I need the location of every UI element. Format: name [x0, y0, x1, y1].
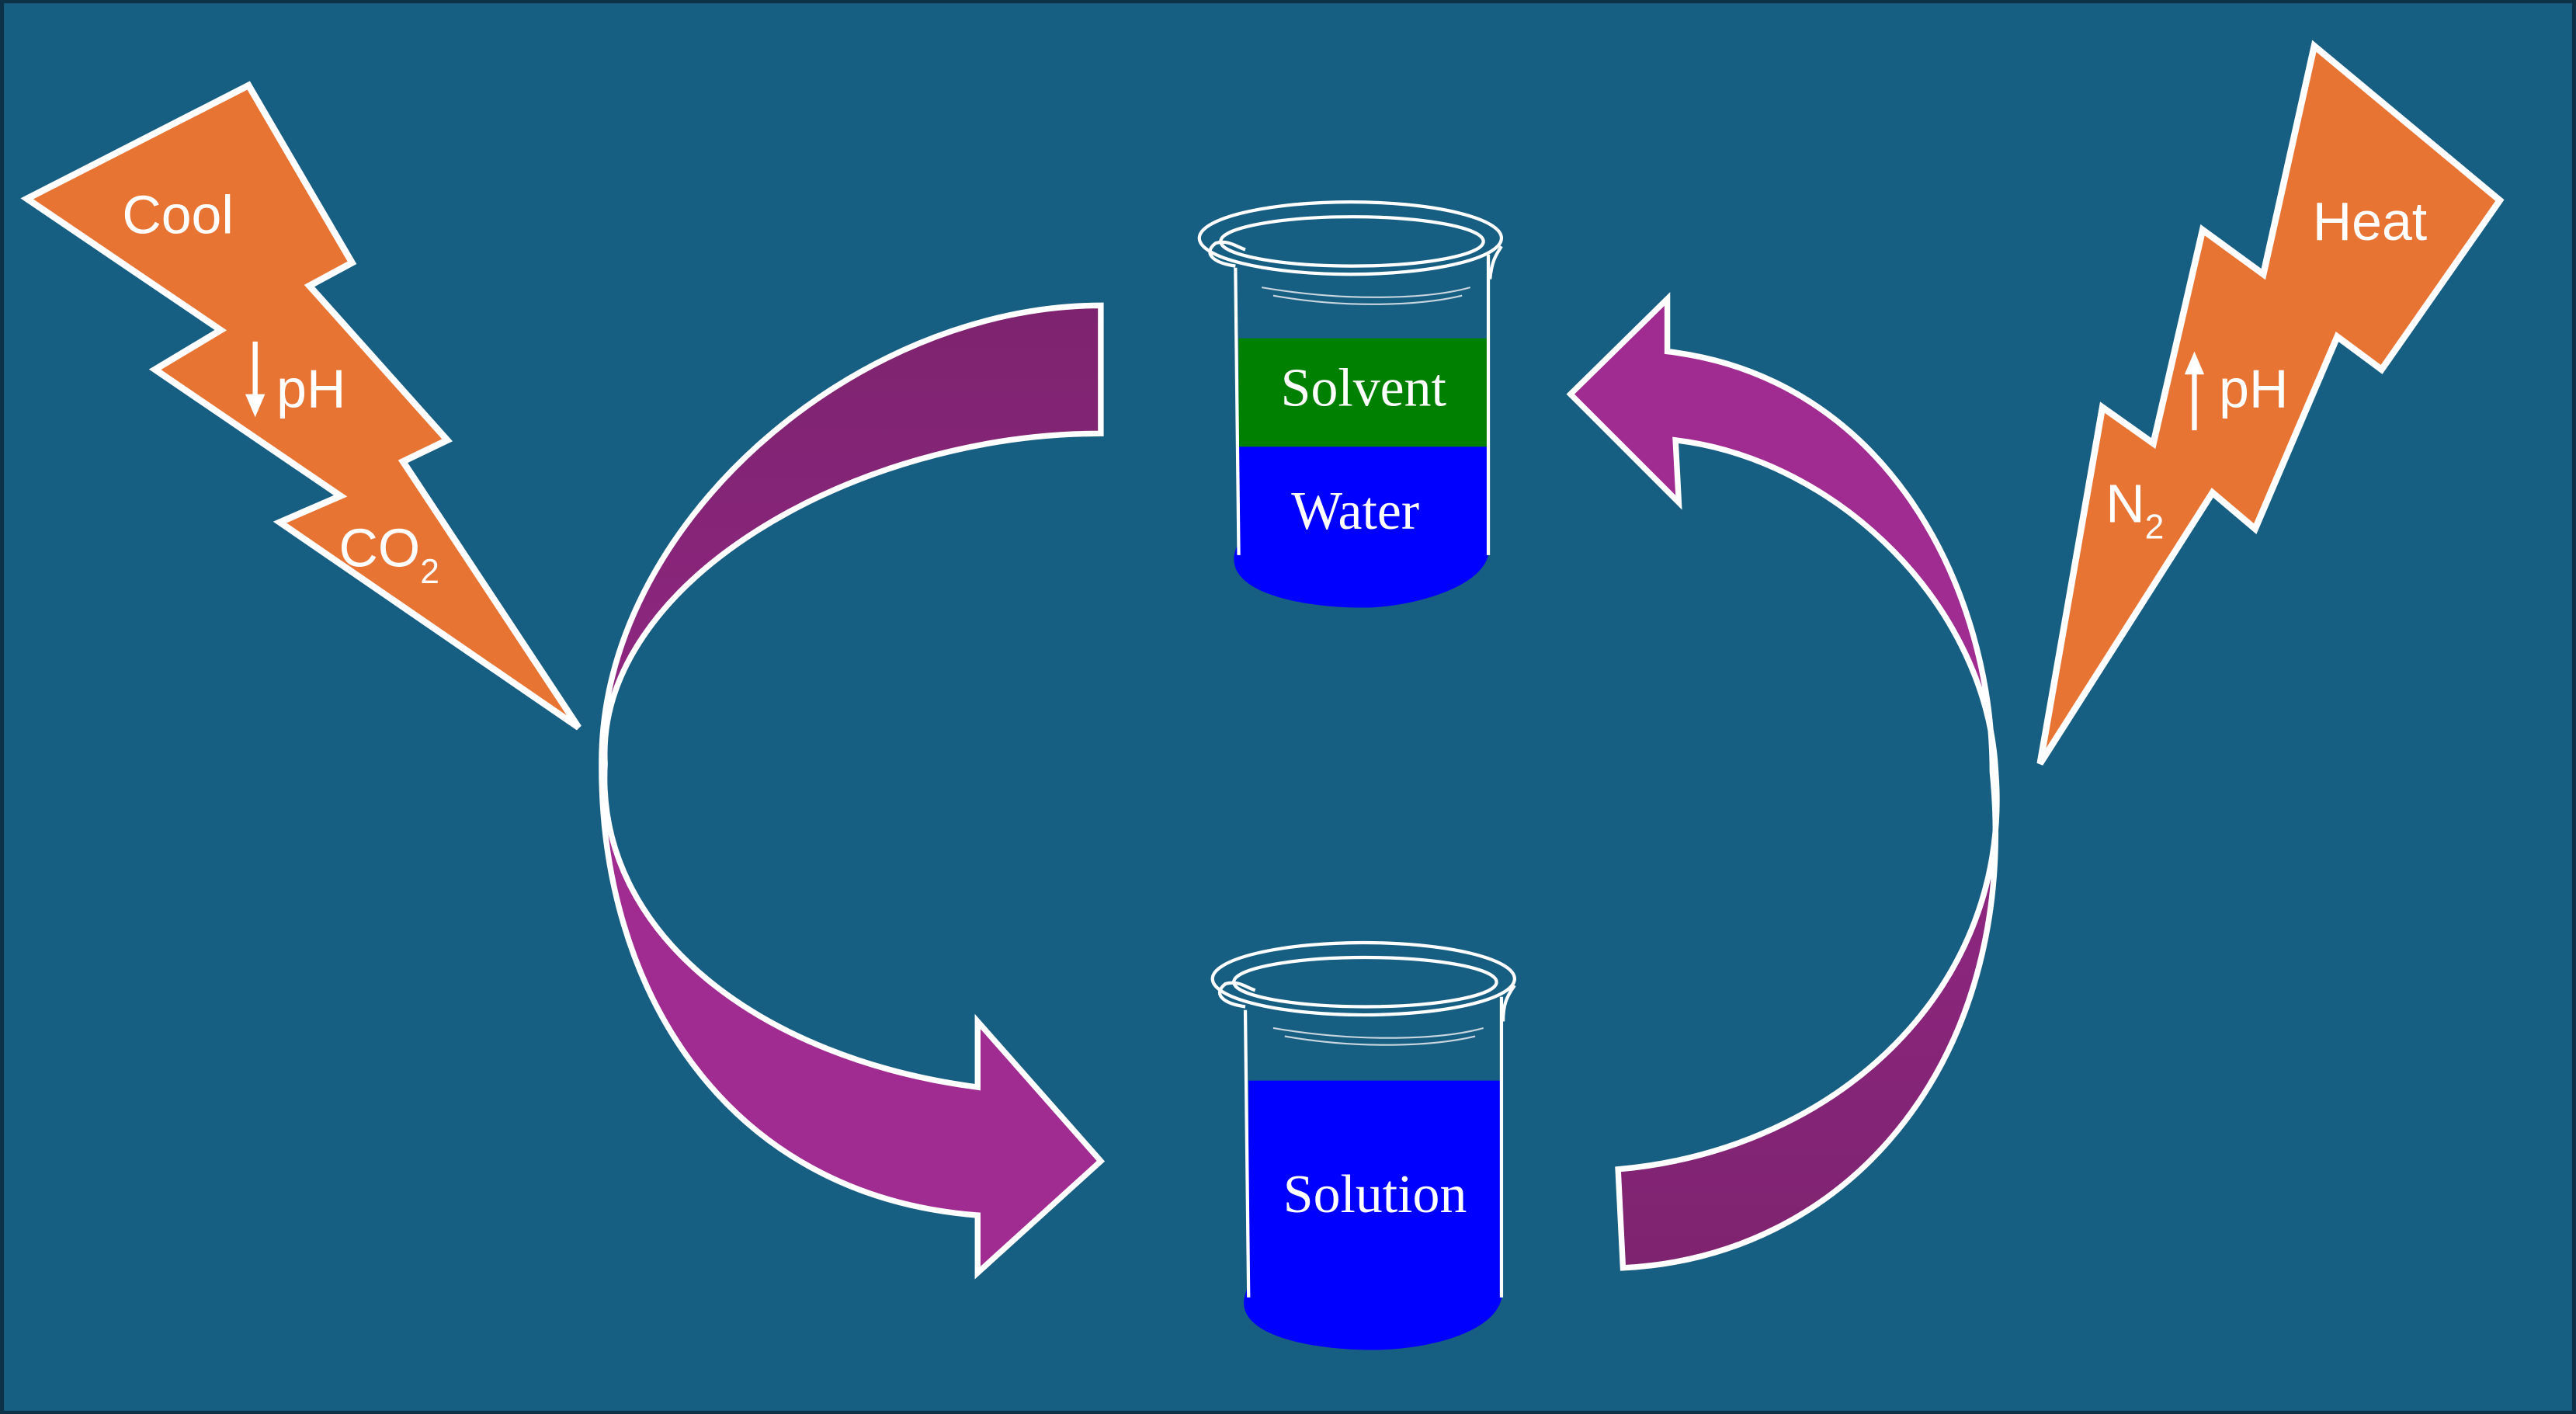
- solution-label: Solution: [1283, 1165, 1467, 1225]
- arrow-down-icon: [245, 341, 266, 418]
- right-ph-label: pH: [2219, 359, 2288, 419]
- top-beaker: Solvent Water: [1197, 200, 1504, 608]
- heat-label: Heat: [2313, 191, 2427, 252]
- cool-label: Cool: [122, 184, 234, 245]
- solution-layer: [1244, 1080, 1502, 1350]
- n2-label: N2: [2106, 474, 2164, 547]
- beaker-icon: [1210, 940, 1516, 1350]
- solvent-layer: [1238, 338, 1489, 447]
- lightning-bolt-icon: [20, 81, 582, 731]
- lightning-bolt-icon: [2036, 40, 2505, 766]
- left-lightning-bolt: Cool pH CO2: [20, 81, 582, 731]
- beaker-icon: [1197, 200, 1504, 608]
- bottom-beaker: Solution: [1210, 940, 1516, 1350]
- cycle-arrow-right: [1566, 292, 2000, 1271]
- co2-subscript: 2: [420, 553, 439, 591]
- water-label: Water: [1291, 481, 1419, 541]
- right-lightning-bolt: Heat pH N2: [2036, 40, 2505, 766]
- left-ph-label: pH: [276, 359, 345, 419]
- cycle-arrow-left: [599, 302, 1106, 1280]
- n2-subscript: 2: [2145, 509, 2165, 547]
- water-layer: [1234, 445, 1490, 608]
- co2-main: CO: [339, 518, 421, 578]
- arrow-up-icon: [2184, 351, 2205, 431]
- n2-main: N: [2106, 474, 2144, 534]
- co2-label: CO2: [339, 518, 439, 591]
- solvent-label: Solvent: [1281, 358, 1446, 418]
